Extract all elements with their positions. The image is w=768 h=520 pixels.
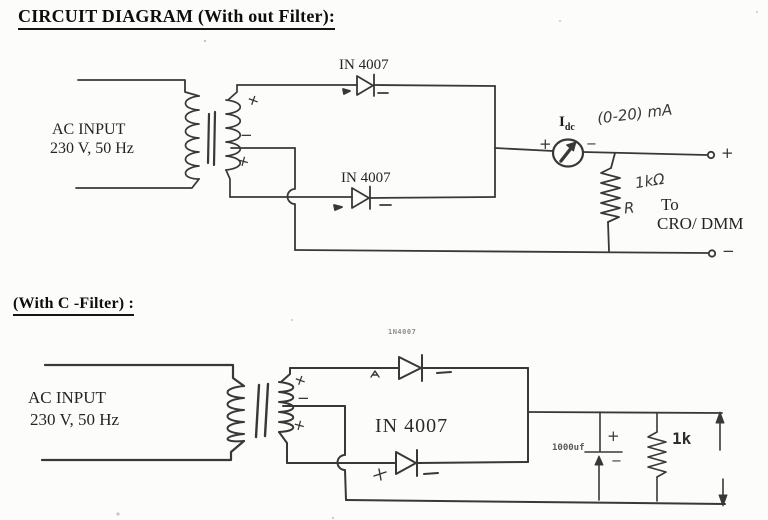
secondary-top-lead xyxy=(280,367,291,383)
anode-mark xyxy=(370,370,380,378)
diode-top-branch xyxy=(289,354,529,382)
scan-noise xyxy=(116,11,758,520)
cap-arrow-head xyxy=(594,455,604,466)
cathode-minus-mark xyxy=(436,371,452,374)
diode-main-label: IN 4007 xyxy=(375,415,449,437)
diode-small-label: 1N4007 xyxy=(388,328,417,336)
secondary-bottom-lead xyxy=(225,169,231,198)
anode-mark xyxy=(342,88,351,95)
capacitor-minus-mark: − xyxy=(611,454,622,469)
transformer-symbol xyxy=(226,367,346,464)
ammeter-minus-mark: − xyxy=(586,137,597,152)
secondary-bottom-lead xyxy=(278,431,288,464)
output-rail xyxy=(527,411,723,414)
ammeter-needle-head xyxy=(566,141,577,152)
down-arrow-icon xyxy=(718,494,728,507)
anode-plus-mark xyxy=(373,468,387,481)
resistor-value-label: 1k xyxy=(672,429,692,448)
bottom-circuit-schematic xyxy=(40,354,728,507)
ammeter-branch xyxy=(494,138,716,168)
output-plus-mark: + xyxy=(721,144,734,162)
bottom-rail xyxy=(345,499,726,505)
secondary-minus-mark: − xyxy=(297,389,310,407)
capacitor-symbol xyxy=(584,411,623,501)
diode-top-branch xyxy=(236,73,496,97)
capacitor-plus-mark: + xyxy=(607,427,620,445)
center-tap-return-wire xyxy=(286,147,296,251)
ac-input-label-line1: AC INPUT xyxy=(28,388,106,407)
ac-source-wires xyxy=(75,79,200,189)
up-arrow-icon xyxy=(715,411,725,424)
core-lines xyxy=(254,382,270,439)
ac-input-label-line1: AC INPUT xyxy=(52,121,126,138)
secondary-minus-mark: − xyxy=(240,126,253,144)
load-note-line2: CRO/ DMM xyxy=(657,214,744,233)
primary-coil xyxy=(184,95,200,180)
resistor-icon xyxy=(647,431,667,478)
ac-input-label-line2: 230 V, 50 Hz xyxy=(50,140,134,157)
ac-source-wires xyxy=(40,363,246,462)
output-voltage-arrows xyxy=(715,411,728,507)
diode-icon xyxy=(351,185,371,210)
diode-icon xyxy=(398,354,423,382)
secondary-top-lead xyxy=(227,84,238,101)
section-title: (With C -Filter) : xyxy=(13,295,135,316)
page-title: CIRCUIT DIAGRAM (With out Filter): xyxy=(18,6,336,30)
ammeter-label: Idc xyxy=(559,114,575,133)
bottom-rail xyxy=(294,249,709,254)
ac-input-label-line2: 230 V, 50 Hz xyxy=(30,410,120,429)
cathode-minus-mark xyxy=(423,472,439,475)
ammeter-icon xyxy=(551,138,585,168)
top-circuit-schematic xyxy=(75,73,717,258)
diode-bottom-branch xyxy=(229,185,496,211)
diode-bottom-label: IN 4007 xyxy=(341,170,391,186)
resistor-icon xyxy=(600,167,621,223)
core-lines xyxy=(206,110,217,167)
transformer-symbol xyxy=(184,84,296,198)
positive-terminal-icon xyxy=(706,150,716,160)
center-tap-return-wire xyxy=(336,405,347,501)
diode-top-label: IN 4007 xyxy=(339,57,389,73)
primary-coil xyxy=(226,385,245,443)
load-note-line1: To xyxy=(661,195,679,214)
ammeter-needle xyxy=(559,145,574,163)
ammeter-plus-mark: + xyxy=(539,135,552,153)
load-resistor xyxy=(600,152,621,252)
output-minus-mark: − xyxy=(722,242,735,260)
load-resistor xyxy=(647,412,667,502)
negative-terminal-icon xyxy=(707,249,717,258)
diode-bottom-branch xyxy=(286,449,529,481)
diode-icon xyxy=(356,73,375,97)
secondary-coil xyxy=(225,99,242,171)
diode-icon xyxy=(395,449,418,477)
capacitor-value-label: 1000uf xyxy=(552,443,585,453)
resistor-name-annotation: R xyxy=(623,198,636,218)
secondary-coil xyxy=(278,381,295,433)
anode-mark xyxy=(333,204,343,211)
